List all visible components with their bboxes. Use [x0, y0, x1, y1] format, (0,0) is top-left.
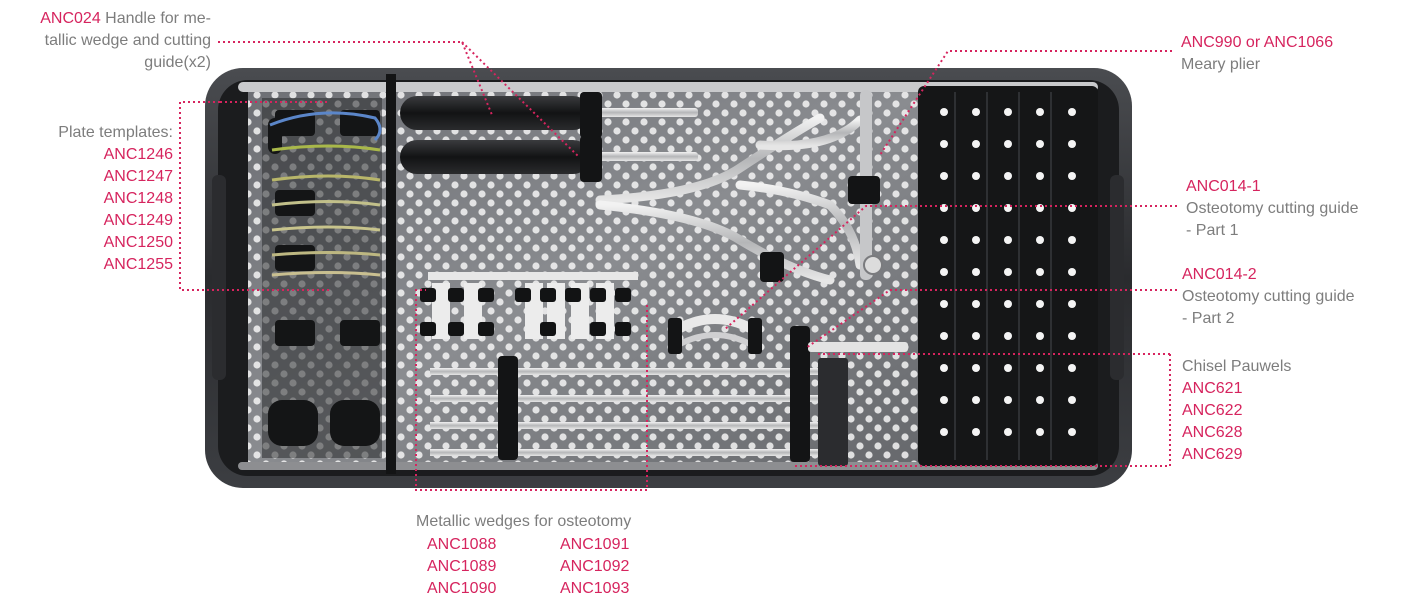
meary-plier: [595, 113, 865, 285]
handle-callout: ANC024 Handle for me- tallic wedge and c…: [0, 8, 211, 74]
wedges-callout: Metallic wedges for osteotomy: [416, 511, 631, 533]
plates-code-2: ANC1247: [103, 168, 173, 185]
wedge-handles: [400, 92, 698, 182]
leader-handle-2: [461, 41, 579, 157]
wedges-code-1090: ANC1090: [427, 580, 497, 597]
chisel-code-1: ANC621: [1182, 380, 1243, 397]
plates-title: Plate templates:: [58, 124, 173, 141]
tray: [205, 68, 1132, 488]
tray-bottom-rail: [238, 462, 1098, 470]
leader-plier: [879, 50, 1172, 156]
cutting-guide: [668, 314, 762, 354]
screw-rack-holes: [924, 92, 1092, 460]
chisel-code-3: ANC628: [1182, 424, 1243, 441]
tray-left-handle: [212, 175, 226, 380]
wedges-code-1091: ANC1091: [560, 536, 630, 553]
tray-right-handle: [1110, 175, 1124, 380]
handle-desc-1: Handle for me-: [105, 10, 211, 27]
guide1-desc-1: Osteotomy cutting guide: [1186, 200, 1359, 217]
leader-plates: [179, 101, 330, 291]
chisels: [430, 326, 908, 466]
tray-top-rail: [238, 82, 1098, 92]
plier-desc: Meary plier: [1181, 56, 1261, 73]
leader-chisel: [794, 354, 1171, 467]
plates-code-4: ANC1249: [103, 212, 173, 229]
guide2-desc-1: Osteotomy cutting guide: [1182, 288, 1355, 305]
guide2-desc-2: - Part 2: [1182, 310, 1235, 327]
chisel-title: Chisel Pauwels: [1182, 358, 1292, 375]
wedges-col-1: ANC1088 ANC1089 ANC1090: [427, 534, 496, 600]
wedges-rack: [420, 272, 638, 339]
handle-desc-3: guide(x2): [144, 54, 211, 71]
handle-desc-2: tallic wedge and cutting: [44, 32, 211, 49]
plates-code-3: ANC1248: [103, 190, 173, 207]
divider-bar: [386, 74, 396, 474]
template-holder-column: [262, 98, 382, 458]
wedges-code-1092: ANC1092: [560, 558, 630, 575]
wedges-code-1088: ANC1088: [427, 536, 497, 553]
plates-code-1: ANC1246: [103, 146, 173, 163]
guide2-code: ANC014-2: [1182, 266, 1257, 283]
guide2-callout: ANC014-2 Osteotomy cutting guide - Part …: [1182, 264, 1355, 330]
wedges-col-2: ANC1091 ANC1092 ANC1093: [560, 534, 629, 600]
guide1-code: ANC014-1: [1186, 178, 1261, 195]
leader-wedges: [415, 289, 648, 491]
leader-lines: [179, 41, 1177, 491]
leader-guide2: [805, 289, 1177, 349]
wedges-title: Metallic wedges for osteotomy: [416, 513, 632, 530]
wedges-code-1089: ANC1089: [427, 558, 497, 575]
handle-code: ANC024: [40, 10, 101, 27]
plates-code-5: ANC1250: [103, 234, 173, 251]
plates-code-6: ANC1255: [103, 256, 173, 273]
plates-callout: Plate templates: ANC1246 ANC1247 ANC1248…: [0, 122, 173, 276]
chisel-code-2: ANC622: [1182, 402, 1243, 419]
chisel-code-4: ANC629: [1182, 446, 1243, 463]
guide1-callout: ANC014-1 Osteotomy cutting guide - Part …: [1186, 176, 1359, 242]
plier-code: ANC990 or ANC1066: [1181, 34, 1334, 51]
chisel-callout: Chisel Pauwels ANC621 ANC622 ANC628 ANC6…: [1182, 356, 1291, 466]
leader-handle: [218, 41, 493, 116]
leader-guide1: [723, 205, 1177, 331]
guide1-desc-2: - Part 1: [1186, 222, 1239, 239]
wedges-code-1093: ANC1093: [560, 580, 630, 597]
handle-callout-line1: ANC024 Handle for me-: [0, 8, 211, 30]
plier-callout: ANC990 or ANC1066 Meary plier: [1181, 32, 1333, 76]
